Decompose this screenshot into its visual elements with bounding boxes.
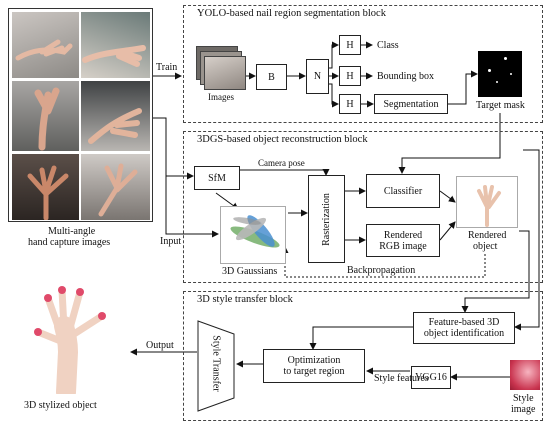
- yolo-input-image-stack: [196, 46, 246, 92]
- gaussians-label: 3D Gaussians: [222, 266, 278, 277]
- classifier-box: Classifier: [366, 174, 440, 208]
- target-mask-image: [478, 51, 522, 97]
- optimization-line2: to target region: [283, 366, 345, 377]
- yolo-images-label: Images: [208, 92, 234, 102]
- style-image-line2: image: [511, 404, 536, 415]
- camera-pose-label: Camera pose: [258, 158, 305, 168]
- optimization-box: Optimization to target region: [263, 349, 365, 383]
- gaussians-image: [220, 206, 286, 264]
- hand-images-panel: [8, 8, 153, 222]
- gs-block-title: 3DGS-based object reconstruction block: [194, 134, 371, 145]
- yolo-block: [183, 5, 543, 123]
- style-block: [183, 291, 543, 421]
- style-block-title: 3D style transfer block: [194, 294, 296, 305]
- feature-identification-box: Feature-based 3D object identification: [413, 312, 515, 344]
- rendered-object-line1: Rendered: [468, 230, 507, 241]
- backpropagation-label: Backpropagation: [347, 265, 416, 276]
- optimization-line1: Optimization: [287, 355, 341, 366]
- head-box-class: H: [339, 35, 361, 55]
- backbone-box: B: [256, 64, 287, 90]
- hand-photo-5: [12, 154, 79, 220]
- target-mask-label: Target mask: [476, 100, 525, 111]
- class-output-label: Class: [377, 40, 399, 51]
- hand-photo-1: [12, 12, 79, 78]
- segmentation-box: Segmentation: [374, 94, 448, 114]
- rasterization-box: Rasterization: [308, 175, 345, 263]
- style-image: [510, 360, 540, 390]
- rendered-object-line2: object: [473, 241, 498, 252]
- hand-images-caption-line2: hand capture images: [28, 237, 111, 248]
- hand-photo-6: [81, 154, 150, 220]
- stylized-object-caption: 3D stylized object: [24, 400, 97, 411]
- input-label: Input: [160, 236, 182, 247]
- feature-identification-line2: object identification: [423, 328, 505, 339]
- hand-images-caption-line1: Multi-angle: [48, 226, 96, 237]
- rendered-rgb-box: Rendered RGB image: [366, 224, 440, 257]
- sfm-box: SfM: [194, 166, 240, 190]
- bbox-output-label: Bounding box: [377, 71, 434, 82]
- head-box-segmentation: H: [339, 94, 361, 114]
- stylized-object-image: [8, 268, 128, 402]
- hand-photo-2: [81, 12, 150, 78]
- rendered-rgb-line2: RGB image: [379, 240, 427, 252]
- style-transfer-label: Style Transfer: [210, 335, 222, 392]
- feature-identification-line1: Feature-based 3D: [428, 317, 500, 328]
- style-image-line1: Style: [513, 393, 534, 404]
- hand-photo-4: [81, 81, 150, 151]
- vgg16-box: VGG16: [411, 366, 451, 389]
- train-label: Train: [156, 62, 178, 73]
- head-box-bbox: H: [339, 66, 361, 86]
- rendered-rgb-line1: Rendered: [383, 229, 423, 241]
- rendered-object-image: [456, 176, 518, 228]
- yolo-block-title: YOLO-based nail region segmentation bloc…: [194, 8, 389, 19]
- hand-photo-3: [12, 81, 79, 151]
- output-label: Output: [146, 340, 174, 351]
- rasterization-label: Rasterization: [321, 192, 333, 246]
- style-features-label: Style features: [374, 373, 429, 384]
- style-transfer-trapezoid: Style Transfer: [197, 320, 235, 412]
- neck-box: N: [306, 59, 329, 94]
- gs-block: [183, 131, 543, 283]
